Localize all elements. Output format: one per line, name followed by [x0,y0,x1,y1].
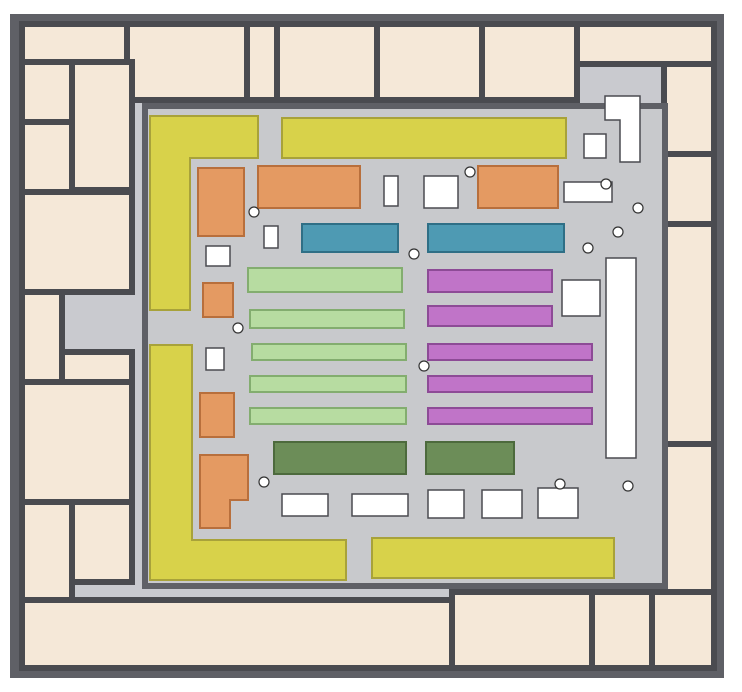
purple-aisles [427,269,593,425]
fixture-bottom-5 [537,487,579,519]
lightgreen-aisle-4 [249,375,407,393]
character-10 [554,478,566,490]
room-left-4 [19,189,135,295]
character-8 [418,360,430,372]
character-3 [464,166,476,178]
fixture-corner-l [604,95,641,163]
fixture-right-shelf [563,181,613,203]
room-bottom-2 [449,589,595,671]
fixture-right-case [561,279,601,317]
orange-counter-left-mid [202,282,234,318]
orange-counters [197,165,559,529]
character-5 [612,226,624,238]
top-rooms [19,21,717,103]
fixture-checkout-top [423,175,459,209]
character-4 [582,242,594,254]
room-left-9 [69,499,135,585]
orange-counter-left-low [199,392,235,438]
room-left-6 [59,349,135,385]
fixture-left-small-2 [263,225,279,249]
room-left-1 [19,59,75,125]
yellow-wall-shelves [149,115,615,581]
purple-aisle-3 [427,343,593,361]
lightgreen-aisle-3 [251,343,407,361]
room-left-2 [19,119,75,195]
right-rooms [661,61,717,597]
character-7 [232,322,244,334]
fixture-bottom-4 [481,489,523,519]
darkgreen-bin-left [273,441,407,475]
yellow-shelf-top-left [149,115,259,311]
characters [232,166,644,492]
character-2 [408,248,420,260]
lightgreen-aisle-2 [249,309,405,329]
character-11 [622,480,634,492]
darkgreen-bin-right [425,441,515,475]
yellow-shelf-top-right [281,117,567,159]
room-left-3 [69,59,135,193]
room-top-5 [374,21,485,103]
room-left-8 [19,499,75,605]
left-rooms [19,59,135,605]
fixture-bottom-2 [351,493,409,517]
room-top-7 [574,21,717,67]
character-1 [248,206,260,218]
yellow-shelf-bottom-left [149,344,347,581]
room-bottom-4 [649,589,717,671]
fixture-left-small-3 [205,347,225,371]
orange-counter-left-bottom [199,454,249,529]
orange-counter-left-top [197,167,245,237]
orange-counter-top-right [477,165,559,209]
purple-aisle-5 [427,407,593,425]
orange-counter-top-wide [257,165,361,209]
room-left-7 [19,379,135,505]
room-right-3 [661,221,717,447]
room-top-6 [479,21,580,103]
fixture-top-corner [583,133,607,159]
purple-aisle-2 [427,305,553,327]
room-bottom-3 [589,589,655,671]
room-right-4 [661,441,717,597]
teal-freezers [301,223,565,253]
room-right-1 [661,61,717,157]
lightgreen-aisle-1 [247,267,403,293]
character-12 [600,178,612,190]
room-right-2 [661,151,717,227]
white-fixtures [205,95,641,519]
room-top-3 [244,21,280,103]
fixture-bottom-1 [281,493,329,517]
room-top-1 [19,21,130,65]
lightgreen-aisle-5 [249,407,407,425]
bottom-rooms [19,589,717,671]
room-bottom-1 [19,597,455,671]
teal-freezer-right [427,223,565,253]
fixture-small-top [383,175,399,207]
lightgreen-aisles [247,267,407,425]
purple-aisle-4 [427,375,593,393]
yellow-shelf-bottom-right [371,537,615,579]
room-top-2 [124,21,250,103]
fixture-left-small-1 [205,245,231,267]
purple-aisle-1 [427,269,553,293]
darkgreen-bins [273,441,515,475]
teal-freezer-left [301,223,399,253]
room-left-5 [19,289,65,385]
fixture-bottom-3 [427,489,465,519]
fixture-right-column [605,257,637,459]
room-top-4 [274,21,380,103]
character-6 [632,202,644,214]
character-9 [258,476,270,488]
